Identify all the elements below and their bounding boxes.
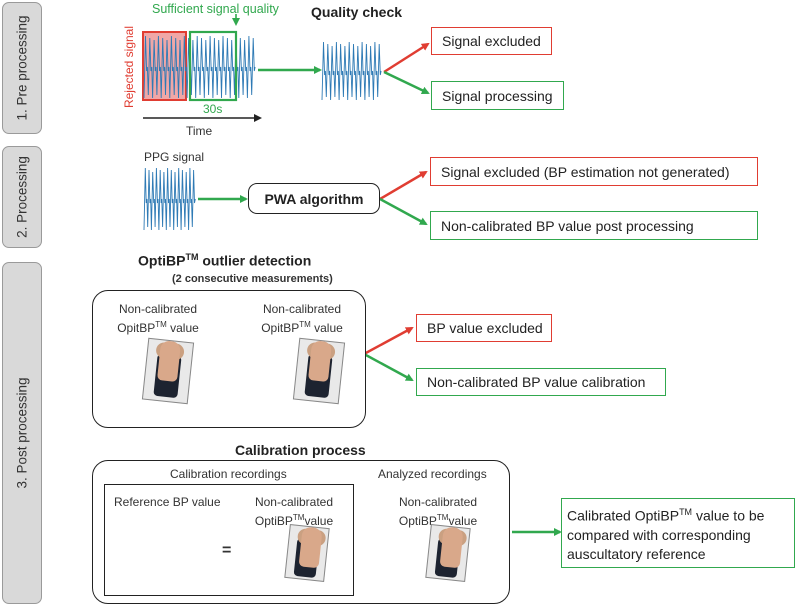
signal-trace bbox=[143, 167, 196, 231]
value-name: OpitBP bbox=[261, 321, 300, 335]
arrow-icon bbox=[363, 326, 414, 356]
stage-tab-postprocessing: 3. Post processing bbox=[2, 262, 42, 604]
non-calibrated-value-label: Non-calibrated OpitBPTM value bbox=[252, 302, 352, 336]
result-main: Calibrated OptiBP bbox=[567, 507, 680, 524]
non-calibrated-value-label: Non-calibrated OptiBPTMvalue bbox=[244, 495, 344, 529]
result-sup: TM bbox=[679, 507, 693, 517]
equals-sign: = bbox=[222, 542, 232, 559]
value-line2: OpitBPTM value bbox=[252, 317, 352, 336]
value-name: OptiBP bbox=[254, 514, 293, 528]
rejected-signal-label: Rejected signal bbox=[122, 25, 136, 109]
time-axis-label: Time bbox=[186, 124, 213, 138]
sufficient-signal-label: Sufficient signal quality bbox=[152, 2, 279, 16]
arrow-icon bbox=[379, 170, 428, 201]
signal-processing-box: Signal processing bbox=[431, 81, 564, 110]
non-calibrated-value-label: Non-calibrated OptiBPTMvalue bbox=[388, 495, 488, 529]
outlier-title-sup: TM bbox=[185, 252, 199, 262]
sufficient-signal-window bbox=[188, 30, 238, 102]
quality-check-title: Quality check bbox=[311, 4, 403, 20]
reference-bp-label: Reference BP value bbox=[114, 495, 221, 509]
stage-tab-preprocessing: 1. Pre processing bbox=[2, 2, 42, 134]
ppg-signal-checked bbox=[321, 41, 382, 101]
pwa-algorithm-box: PWA algorithm bbox=[248, 183, 380, 214]
phone-photo-icon bbox=[141, 337, 195, 405]
value-rest: value bbox=[166, 321, 199, 335]
value-name: OpitBP bbox=[117, 321, 156, 335]
bp-value-excluded-box: BP value excluded bbox=[416, 314, 552, 342]
value-line1: Non-calibrated bbox=[398, 495, 478, 509]
signal-trace bbox=[321, 41, 382, 101]
value-line1: Non-calibrated bbox=[254, 495, 334, 509]
bp-estimation-excluded-box: Signal excluded (BP estimation not gener… bbox=[430, 157, 758, 186]
arrow-icon bbox=[383, 70, 430, 95]
calibration-recordings-label: Calibration recordings bbox=[170, 467, 287, 481]
calibration-process-title: Calibration process bbox=[235, 442, 366, 458]
value-line2: OpitBPTM value bbox=[108, 317, 208, 336]
stage-tab-processing: 2. Processing bbox=[2, 146, 42, 248]
value-sup: TM bbox=[292, 513, 305, 522]
analyzed-recordings-label: Analyzed recordings bbox=[378, 467, 487, 481]
value-name: OptiBP bbox=[398, 514, 437, 528]
ppg-signal-processing bbox=[143, 167, 196, 231]
calibrated-result-box bbox=[561, 498, 795, 568]
outlier-detection-subtitle: (2 consecutive measurements) bbox=[172, 273, 333, 285]
calibrated-result-text: Calibrated OptiBPTM value to be compared… bbox=[567, 503, 792, 564]
ppg-signal-label: PPG signal bbox=[144, 150, 205, 164]
arrow-icon bbox=[379, 197, 428, 226]
value-line1: Non-calibrated bbox=[262, 302, 342, 316]
value-rest: value bbox=[448, 514, 478, 528]
non-calibrated-bp-box: Non-calibrated BP value post processing bbox=[430, 211, 758, 240]
value-rest: value bbox=[310, 321, 343, 335]
result-rest: value to be compared with corresponding … bbox=[567, 507, 765, 562]
outlier-title-rest: outlier detection bbox=[198, 252, 312, 269]
outlier-title-main: OptiBP bbox=[138, 252, 186, 269]
value-line1: Non-calibrated bbox=[118, 302, 198, 316]
outlier-detection-title: OptiBPTM outlier detection bbox=[138, 252, 311, 269]
value-sup: TM bbox=[436, 513, 449, 522]
window-duration-label: 30s bbox=[203, 102, 223, 116]
arrow-icon bbox=[363, 352, 414, 382]
value-rest: value bbox=[304, 514, 334, 528]
bp-value-calibration-box: Non-calibrated BP value calibration bbox=[416, 368, 666, 396]
phone-photo-icon bbox=[292, 337, 346, 405]
arrow-icon bbox=[383, 42, 430, 74]
non-calibrated-value-label: Non-calibrated OpitBPTM value bbox=[108, 302, 208, 336]
value-sup: TM bbox=[155, 320, 167, 329]
value-line2: OptiBPTMvalue bbox=[388, 510, 488, 529]
calibration-recordings-box bbox=[104, 484, 354, 596]
signal-excluded-box: Signal excluded bbox=[431, 27, 552, 55]
phone-photo-icon bbox=[284, 524, 330, 582]
phone-photo-icon bbox=[425, 524, 471, 582]
value-line2: OptiBPTMvalue bbox=[244, 510, 344, 529]
value-sup: TM bbox=[299, 320, 311, 329]
